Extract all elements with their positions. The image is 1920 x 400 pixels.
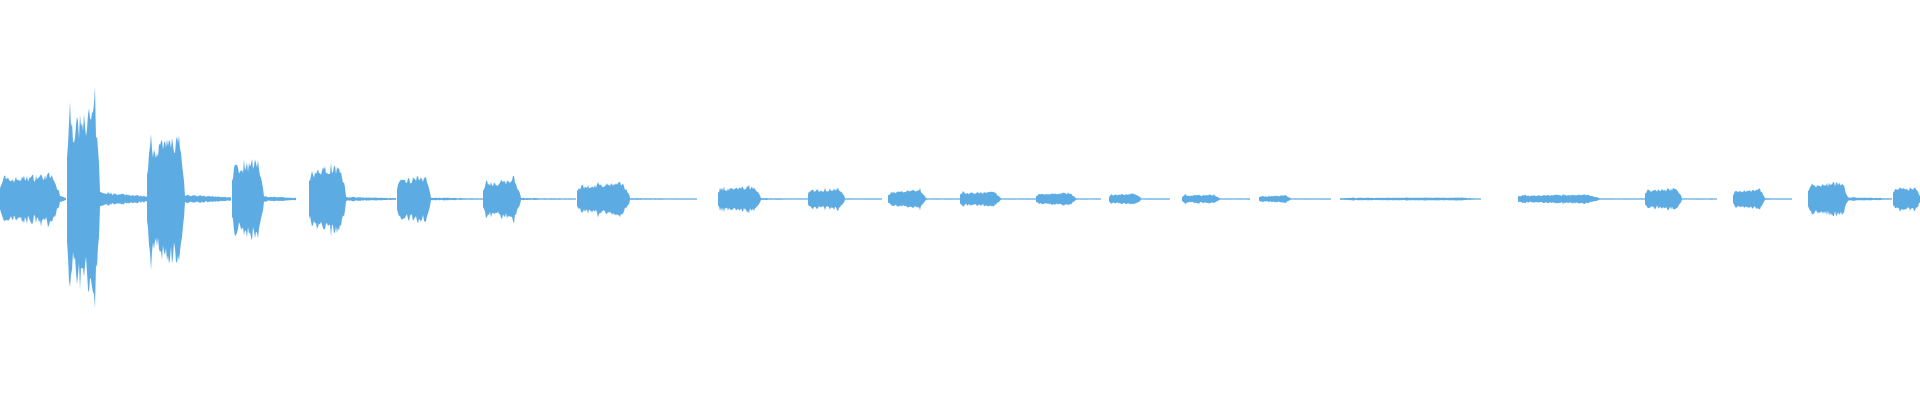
waveform-burst-19 [1645,187,1717,211]
waveform-burst-10 [808,187,882,212]
waveform-burst-17 [1340,197,1481,201]
waveform-burst-14 [1109,193,1170,205]
waveform-burst-20 [1733,188,1792,210]
waveform-burst-11 [888,187,970,211]
waveform-burst-21 [1808,181,1892,217]
waveform-burst-8 [577,182,697,218]
waveform-burst-15 [1182,194,1250,204]
waveform-burst-9 [718,184,811,214]
waveform-burst-7 [483,175,576,224]
waveform-burst-13 [1036,192,1101,206]
waveform-burst-12 [960,191,1039,207]
waveform-burst-16 [1259,195,1331,203]
waveform-burst-3 [147,133,231,271]
waveform-bursts [0,86,1920,309]
waveform-burst-18 [1518,193,1646,205]
waveform-burst-1 [0,172,66,228]
waveform-burst-6 [397,176,484,224]
waveform-burst-2 [67,86,148,309]
waveform-burst-22 [1893,187,1920,212]
waveform-burst-5 [309,162,396,237]
waveform-burst-4 [232,159,296,241]
